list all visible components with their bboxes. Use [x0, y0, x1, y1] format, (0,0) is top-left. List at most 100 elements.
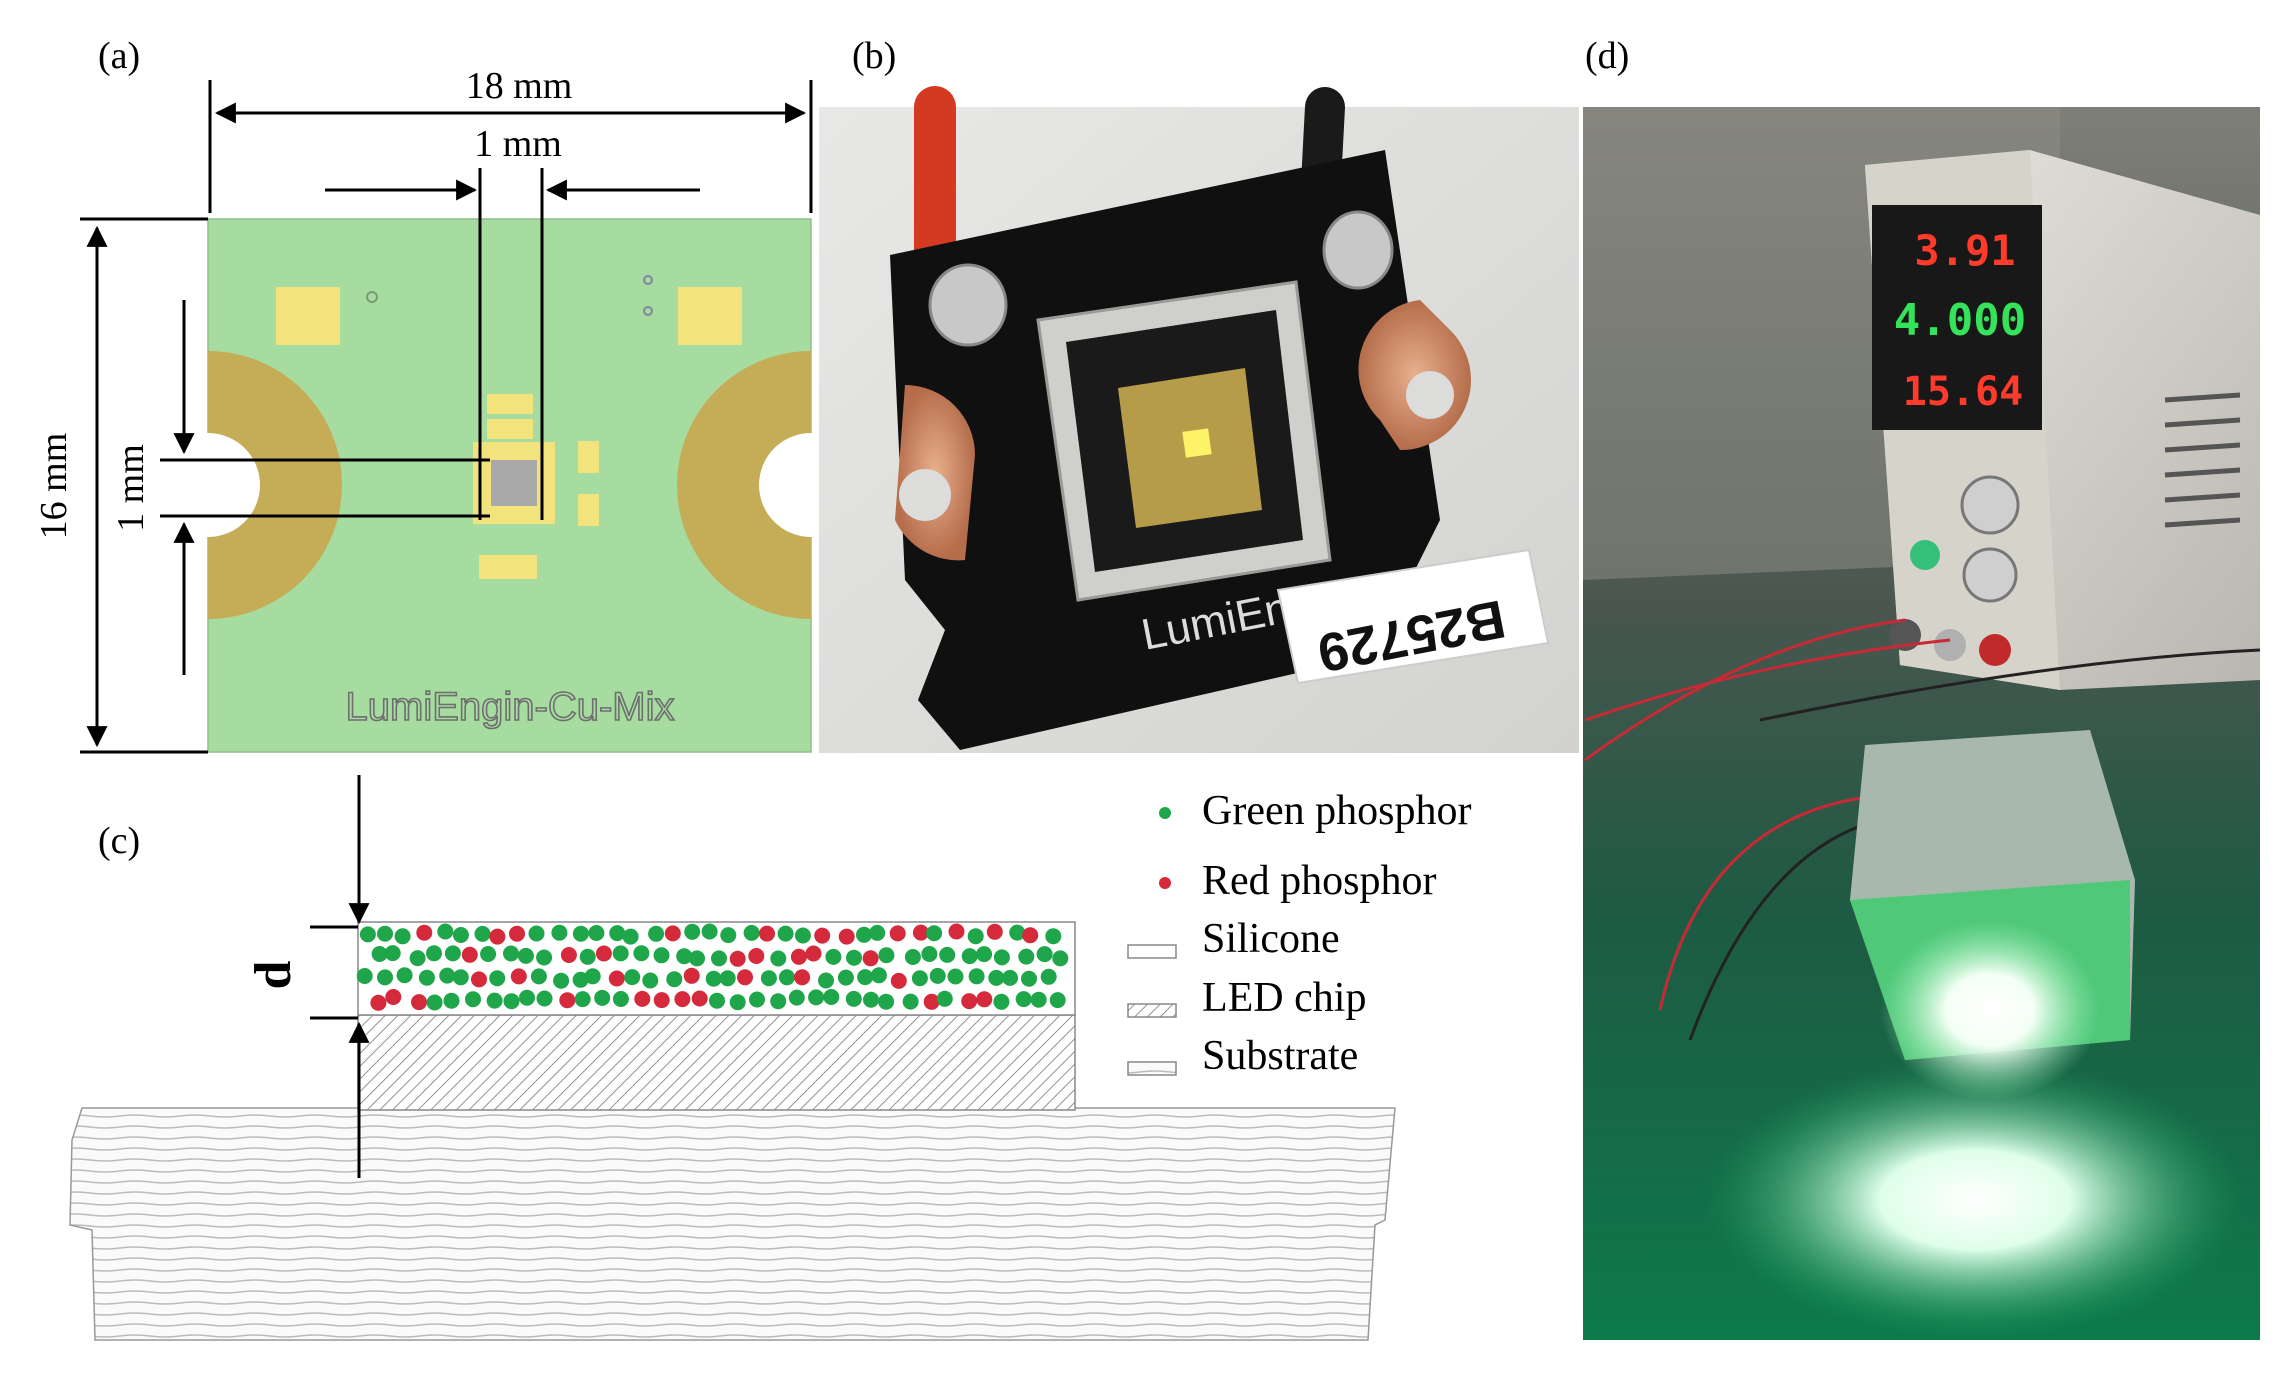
- phosphor-particle: [856, 926, 872, 943]
- legend-silicone-swatch: [1127, 944, 1177, 959]
- phosphor-particle: [684, 923, 701, 940]
- phosphor-particle: [976, 991, 993, 1008]
- phosphor-particle: [870, 967, 887, 984]
- panel-d: (d) 3.91 4.000 15.64: [1583, 35, 2261, 1340]
- phosphor-particle: [814, 927, 831, 944]
- phosphor-particle: [396, 967, 413, 984]
- phosphor-particle: [1049, 992, 1066, 1009]
- solder-joint: [1322, 210, 1394, 290]
- psu-current-readout: 4.000: [1894, 295, 2026, 346]
- phosphor-particle: [777, 925, 794, 942]
- led-chip-square: [491, 460, 537, 506]
- phosphor-particle: [439, 967, 456, 984]
- phosphor-particle: [902, 993, 919, 1010]
- phosphor-particle: [904, 949, 921, 965]
- phosphor-particle: [1052, 950, 1069, 967]
- via: [643, 306, 653, 316]
- phosphor-particle: [1040, 968, 1057, 985]
- phosphor-particle: [426, 945, 442, 962]
- phosphor-particle: [509, 925, 525, 942]
- phosphor-particle: [961, 993, 978, 1010]
- phosphor-particle: [968, 968, 985, 985]
- phosphor-particle: [743, 924, 760, 941]
- phosphor-particle: [642, 972, 659, 989]
- legend-substrate-label: Substrate: [1202, 1033, 1358, 1079]
- phosphor-particle: [377, 925, 393, 942]
- phosphor-particle: [465, 991, 481, 1008]
- phosphor-particle: [588, 925, 605, 941]
- phosphor-particle: [737, 969, 753, 986]
- phosphor-particle: [653, 947, 670, 964]
- phosphor-particle: [528, 925, 545, 942]
- phosphor-particle: [794, 969, 811, 986]
- phosphor-particle: [574, 991, 591, 1008]
- phosphor-particle: [878, 993, 895, 1010]
- phosphor-particle: [689, 950, 705, 967]
- dimension-lines: [80, 80, 813, 754]
- phosphor-particle: [926, 925, 943, 942]
- phosphor-particle: [579, 948, 596, 965]
- phosphor-particle: [1030, 991, 1047, 1008]
- phosphor-particle: [510, 968, 527, 985]
- phosphor-particle: [437, 923, 454, 940]
- mount-hole-right: [1406, 371, 1454, 419]
- phosphor-particle: [770, 993, 787, 1010]
- panel-c-label: (c): [98, 820, 140, 862]
- phosphor-particle: [416, 924, 433, 941]
- phosphor-particle: [790, 948, 807, 965]
- phosphor-particle: [837, 969, 854, 986]
- phosphor-particle: [720, 927, 737, 944]
- phosphor-particle: [676, 948, 693, 965]
- phosphor-particle: [385, 989, 402, 1005]
- phosphor-particle: [595, 945, 612, 962]
- phosphor-particle: [823, 989, 840, 1005]
- phosphor-particle: [729, 950, 746, 967]
- legend-substrate-swatch: [1127, 1061, 1177, 1076]
- phosphor-particle: [384, 945, 401, 962]
- phosphor-particle: [666, 971, 683, 988]
- phosphor-particle: [480, 946, 497, 962]
- mount-hole-left: [899, 469, 951, 521]
- phosphor-particle: [936, 990, 953, 1007]
- phosphor-particle: [418, 969, 435, 986]
- phosphor-particle: [709, 992, 725, 1009]
- psu-vent: [2164, 392, 2241, 528]
- phosphor-particle: [609, 925, 626, 942]
- phosphor-particle: [719, 970, 736, 987]
- phosphor-particle: [608, 970, 625, 987]
- phosphor-particle: [993, 949, 1010, 966]
- phosphor-particle: [633, 945, 650, 962]
- phosphor-particle: [889, 925, 906, 942]
- phosphor-particle: [452, 927, 469, 943]
- light-spot: [1705, 1060, 2245, 1340]
- phosphor-particle: [394, 928, 411, 945]
- phosphor-particle: [748, 948, 765, 964]
- phosphor-particle: [846, 949, 862, 966]
- legend-green-label: Green phosphor: [1202, 788, 1471, 834]
- phosphor-particle: [1002, 969, 1018, 986]
- via: [366, 291, 378, 303]
- phosphor-particle: [584, 968, 601, 985]
- phosphor-particles: [356, 923, 1069, 1011]
- solder-pad: [578, 441, 599, 473]
- phosphor-particle: [701, 923, 718, 940]
- phosphor-particle: [612, 945, 629, 962]
- phosphor-particle: [683, 967, 700, 984]
- phosphor-particle: [471, 971, 487, 988]
- phosphor-particle: [986, 923, 1003, 940]
- phosphor-particle: [1018, 948, 1035, 965]
- phosphor-particle: [489, 928, 506, 945]
- legend-silicone-label: Silicone: [1202, 916, 1340, 962]
- phosphor-particle: [474, 925, 491, 942]
- legend-chip-swatch: [1127, 1003, 1177, 1018]
- psu-knob: [1962, 547, 2018, 603]
- phosphor-particle: [411, 994, 427, 1011]
- solder-pad: [487, 394, 533, 414]
- phosphor-particle: [503, 993, 520, 1010]
- phosphor-particle: [489, 970, 506, 987]
- phosphor-particle: [536, 949, 553, 966]
- phosphor-particle: [486, 992, 503, 1009]
- phosphor-particle: [923, 993, 940, 1010]
- phosphor-particle: [862, 950, 879, 967]
- phosphor-particle: [503, 945, 519, 962]
